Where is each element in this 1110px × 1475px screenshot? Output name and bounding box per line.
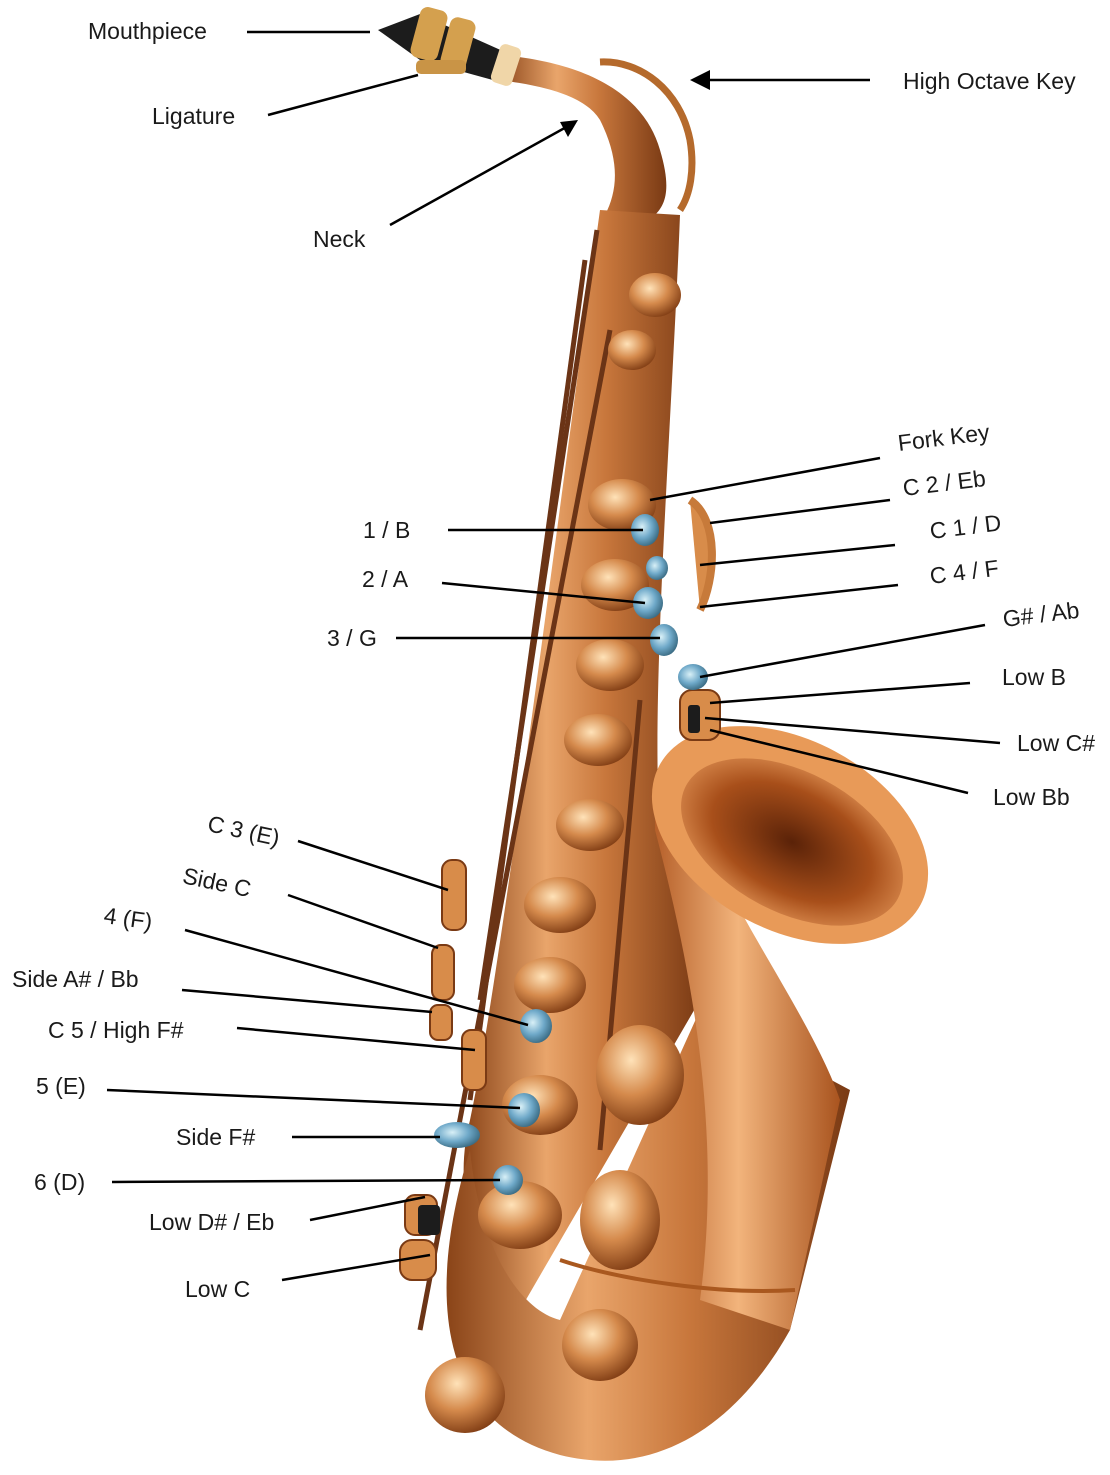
leader-neck <box>390 125 570 225</box>
leader-c2-eb <box>710 500 890 523</box>
label-6-d: 6 (D) <box>34 1171 85 1194</box>
leader-4-f <box>185 930 528 1025</box>
label-low-dsharp-eb: Low D# / Eb <box>149 1211 274 1234</box>
label-high-octave-key: High Octave Key <box>903 70 1076 93</box>
leader-c1-d <box>700 545 895 565</box>
leader-low-b <box>710 683 970 703</box>
leader-fork-key <box>650 458 880 500</box>
leader-side-c <box>288 895 438 948</box>
leader-gsharp-ab <box>700 625 985 677</box>
low-dsharp-roller <box>418 1205 440 1235</box>
leader-6-d <box>112 1180 500 1182</box>
arrowhead-high-octave-key <box>690 70 710 90</box>
label-5-e: 5 (E) <box>36 1075 86 1098</box>
leader-side-asharp-bb <box>182 990 432 1012</box>
label-1-b: 1 / B <box>363 519 410 542</box>
label-side-fsharp: Side F# <box>176 1126 255 1149</box>
label-c5-high-fsharp: C 5 / High F# <box>48 1019 184 1042</box>
label-mouthpiece: Mouthpiece <box>88 20 207 43</box>
leader-ligature <box>268 75 418 115</box>
neck-tube <box>498 55 666 215</box>
label-low-csharp: Low C# <box>1017 732 1095 755</box>
low-bb-roller <box>688 705 700 733</box>
label-ligature: Ligature <box>152 105 235 128</box>
leader-c3-e <box>298 841 448 890</box>
label-neck: Neck <box>313 228 365 251</box>
label-low-bb: Low Bb <box>993 786 1070 809</box>
label-2-a: 2 / A <box>362 568 408 591</box>
leader-5-e <box>107 1090 520 1108</box>
label-side-asharp-bb: Side A# / Bb <box>12 968 139 991</box>
label-low-b: Low B <box>1002 666 1066 689</box>
label-low-c: Low C <box>185 1278 250 1301</box>
label-3-g: 3 / G <box>327 627 377 650</box>
leader-c4-f <box>700 585 898 607</box>
